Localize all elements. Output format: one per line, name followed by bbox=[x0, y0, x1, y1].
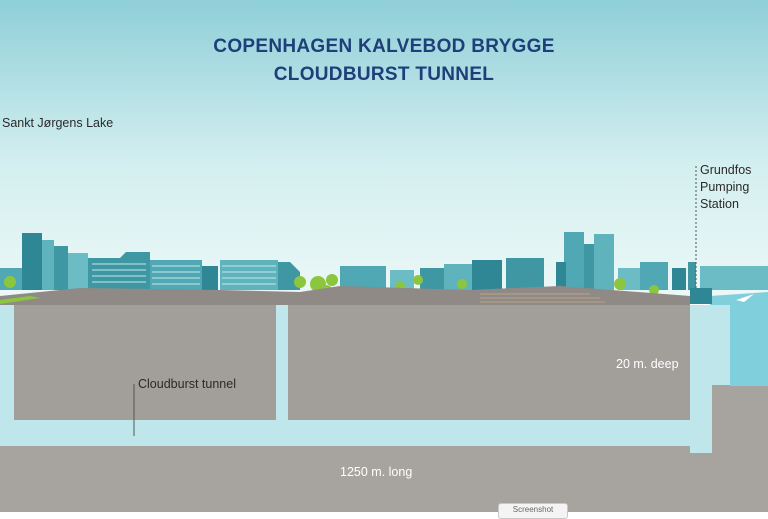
pumping-station bbox=[690, 288, 712, 304]
tunnel-system bbox=[0, 305, 730, 453]
sky bbox=[0, 0, 768, 300]
pumping-station-label-line-1: Grundfos bbox=[700, 163, 752, 177]
tunnel-label: Cloudburst tunnel bbox=[138, 377, 236, 391]
pumping-station-label: Grundfos Pumping Station bbox=[700, 162, 751, 213]
pumping-station-label-line-2: Pumping bbox=[700, 180, 750, 194]
lake-label: Sankt Jørgens Lake bbox=[2, 116, 114, 130]
depth-label: 20 m. deep bbox=[616, 357, 679, 371]
page-title-line-1: COPENHAGEN KALVEBOD BRYGGE bbox=[213, 36, 555, 57]
rail-yard bbox=[480, 293, 605, 303]
length-label: 1250 m. long bbox=[340, 465, 413, 479]
page-title-line-2: CLOUDBURST TUNNEL bbox=[273, 64, 495, 85]
city-skyline bbox=[0, 232, 768, 290]
pumping-station-label-line-3: Station bbox=[700, 197, 739, 211]
green-strip bbox=[0, 296, 40, 304]
harbor-water bbox=[710, 292, 768, 386]
ground-surface bbox=[0, 286, 690, 306]
ground-blocks bbox=[14, 305, 690, 420]
screenshot-badge[interactable]: Screenshot bbox=[498, 503, 568, 519]
